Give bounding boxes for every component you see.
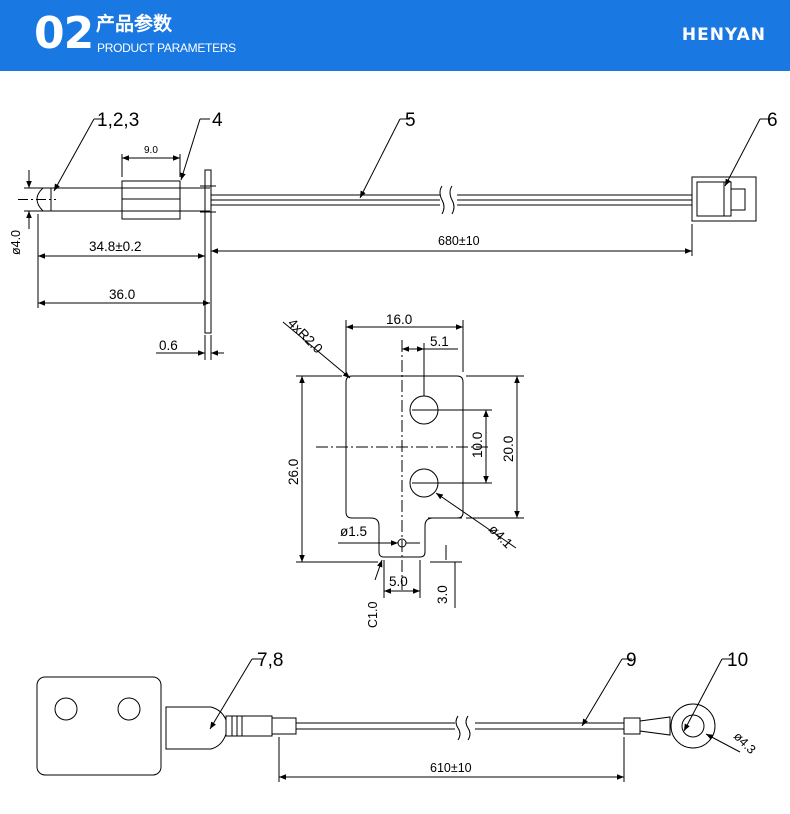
dim-radius: 4xR2.0 [285,316,326,357]
dim-sleeve: 9.0 [144,145,158,156]
cable-sleeve [225,715,273,737]
bottom-view [36,658,741,782]
dim-hole-41: ø4.1 [486,522,516,552]
dim-cable-680: 680±10 [438,234,480,248]
callout-7-8: 7,8 [257,650,283,671]
dim-small-hole: ø1.5 [340,524,367,539]
callout-4: 4 [212,110,223,131]
bracket-outline [345,375,464,558]
callout-9: 9 [626,650,637,671]
dim-span-20: 20.0 [501,436,516,462]
dim-tab-width: 5.0 [389,574,408,589]
dim-length-348: 34.8±0.2 [89,239,141,254]
top-view-labels: 1,2,3 4 5 6 9.0 ø4.0 34.8±0.2 36.0 0.6 6… [9,110,778,353]
dim-thickness: 0.6 [159,338,178,353]
dim-ring-43: ø4.3 [731,729,759,757]
bottom-bracket [36,676,162,776]
section-title-cn: 产品参数 [96,13,173,35]
dim-chamfer: C1.0 [366,602,380,628]
dim-pitch-10: 10.0 [470,432,485,458]
bottom-hole-left [54,697,78,721]
dim-tab-height: 3.0 [435,585,450,604]
bracket-view-labels: 4xR2.0 16.0 5.1 10.0 20.0 26.0 ø1.5 ø4.1… [285,312,516,628]
dim-length-36: 36.0 [109,287,135,302]
callout-5: 5 [405,110,416,131]
connector [691,176,757,222]
dim-width-16: 16.0 [386,312,412,327]
dim-height-26: 26.0 [286,459,301,485]
ring-crimp [623,717,641,735]
brand-logo: HENYAN [681,25,766,45]
bracket-view [282,320,524,608]
top-view [18,118,770,360]
section-number: 02 [34,8,94,59]
dim-diameter: ø4.0 [9,230,23,255]
callout-10: 10 [727,650,748,671]
dim-offset-51: 5.1 [430,334,449,349]
bottom-hole-right [117,697,141,721]
section-title-en: PRODUCT PARAMETERS [97,41,236,55]
callout-6: 6 [767,110,778,131]
sleeve [121,180,181,220]
callout-1-2-3: 1,2,3 [97,110,139,131]
sensor-body [165,706,227,750]
ring-terminal [670,703,716,749]
header-banner: 02 产品参数 PRODUCT PARAMETERS HENYAN [0,0,790,71]
dim-cable-610: 610±10 [430,761,472,775]
bracket-plate [204,169,212,334]
bottom-view-labels: 7,8 9 10 610±10 ø4.3 [257,650,758,775]
technical-drawing: 1,2,3 4 5 6 9.0 ø4.0 34.8±0.2 36.0 0.6 6… [9,110,778,782]
